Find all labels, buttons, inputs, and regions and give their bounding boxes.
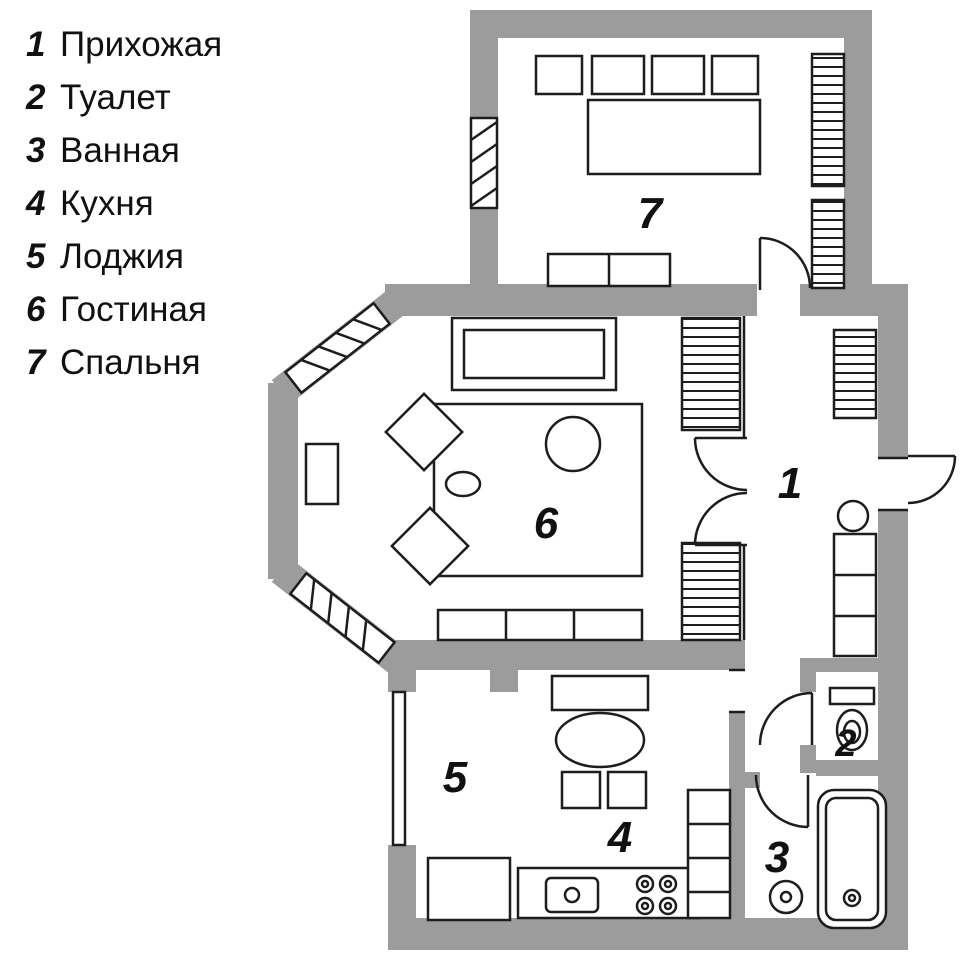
round-table [544,415,602,473]
rug [432,402,644,578]
pouf [444,470,482,498]
pillow [590,54,646,96]
sofa-seat [462,328,606,380]
room-label-bedroom: 7 [638,189,665,238]
door-bathroom [754,774,810,829]
legend-item-label: Туалет [60,78,171,117]
legend-item-number: 6 [26,290,46,329]
room-label-kitchen: 4 [607,813,632,862]
armchair [384,392,464,472]
legend-item-number: 4 [26,184,46,223]
toilet-tank [828,686,876,706]
sink-drain [563,886,581,904]
armchair [390,506,470,586]
door-living-double [693,436,748,547]
legend-item-label: Прихожая [60,25,223,64]
legend-item-label: Спальня [60,343,201,382]
legend-item: 5 Лоджия [26,230,222,283]
kitchen-bench [550,674,650,712]
toilet-fixtures [828,686,876,752]
legend-item-label: Гостиная [60,290,207,329]
toilet-bowl [835,708,869,752]
living-room-furniture [304,316,742,642]
wardrobe-shelves [810,198,846,290]
hallway-furniture [832,328,878,658]
loggia-window [391,690,512,922]
legend-item-number: 3 [26,131,46,170]
bathroom-sink [768,879,804,915]
room-label-toilet: 2 [834,723,856,765]
bay-window-top [283,301,392,395]
legend-item-label: Кухня [60,184,154,223]
legend-item-number: 5 [26,237,46,276]
room-labels: 7 6 1 2 3 4 5 [443,189,857,882]
wardrobe-shelves [680,541,742,642]
legend: 1 Прихожая 2 Туалет 3 Ванная 4 Кухня 5 Л… [26,18,222,389]
room-label-living: 6 [534,499,559,548]
legend-item: 2 Туалет [26,71,222,124]
door-bedroom [758,236,812,290]
legend-item-label: Ванная [60,131,180,170]
legend-item-label: Лоджия [60,237,185,276]
nightstand [710,54,760,96]
stool [560,770,602,810]
room-label-bathroom: 3 [765,833,789,882]
legend-item: 6 Гостиная [26,283,222,336]
radiator [304,442,340,506]
partition-wall [729,316,746,714]
legend-item: 1 Прихожая [26,18,222,71]
stove [635,874,678,916]
room-label-hallway: 1 [778,459,802,508]
tall-cabinet [686,788,732,920]
stool [606,770,648,810]
door-toilet [758,691,814,746]
stool [836,499,870,533]
wardrobe-shelves [832,328,878,420]
door-entrance [878,454,957,512]
legend-item: 7 Спальня [26,336,222,389]
kitchen-table [554,711,646,769]
legend-item-number: 1 [26,25,46,64]
bay-window-bottom [288,571,397,665]
bedroom-window [469,116,499,210]
wardrobe-shelves [680,316,742,432]
bed [586,98,762,176]
kitchen-furniture [516,674,732,920]
bedroom-furniture [534,52,846,290]
doors [693,236,957,829]
room-label-loggia: 5 [443,753,468,802]
legend-item: 4 Кухня [26,177,222,230]
bathroom-fixtures [768,788,888,930]
tv-stand [436,608,644,642]
hall-cabinet [832,532,878,658]
pillow [650,54,706,96]
wardrobe-shelves [810,52,846,188]
nightstand [534,54,584,96]
tub-drain [842,888,862,908]
legend-item-number: 7 [26,343,46,382]
legend-item: 3 Ванная [26,124,222,177]
bathtub [816,788,888,930]
legend-item-number: 2 [26,78,46,117]
